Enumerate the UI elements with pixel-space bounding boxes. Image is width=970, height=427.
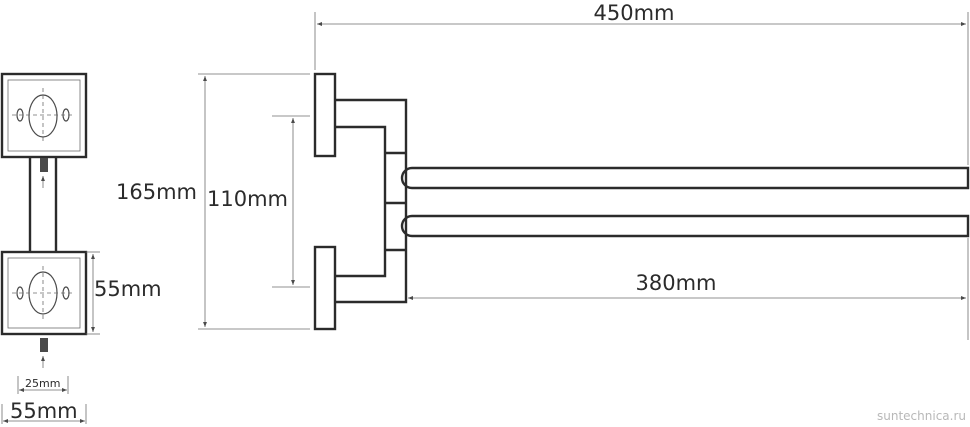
connecting-rod <box>28 157 58 252</box>
total-length-label: 450mm <box>594 1 675 25</box>
overall-height-label: 165mm <box>116 180 197 204</box>
screw-icon <box>40 338 48 352</box>
towel-bar-lower <box>400 214 970 238</box>
screw-icon <box>40 158 48 172</box>
flange-side-label: 55mm <box>94 277 162 301</box>
flange-width-label: 55mm <box>10 399 78 423</box>
bar-length-label: 380mm <box>636 271 717 295</box>
wall-plate-top <box>313 72 337 158</box>
towel-bar-upper <box>400 166 970 190</box>
flange-spacing-label: 110mm <box>207 187 288 211</box>
watermark-text: suntechnica.ru <box>877 409 966 423</box>
inner-bracket <box>335 125 387 278</box>
rod-width-label: 25mm <box>25 377 60 390</box>
outer-bracket <box>335 98 408 304</box>
top-flange <box>0 72 88 159</box>
bottom-flange <box>0 250 88 368</box>
side-view: 450mm 380mm 165mm 110mm <box>116 1 970 340</box>
front-view: 55mm 25mm 55mm <box>0 72 162 424</box>
wall-plate-bottom <box>313 245 337 331</box>
